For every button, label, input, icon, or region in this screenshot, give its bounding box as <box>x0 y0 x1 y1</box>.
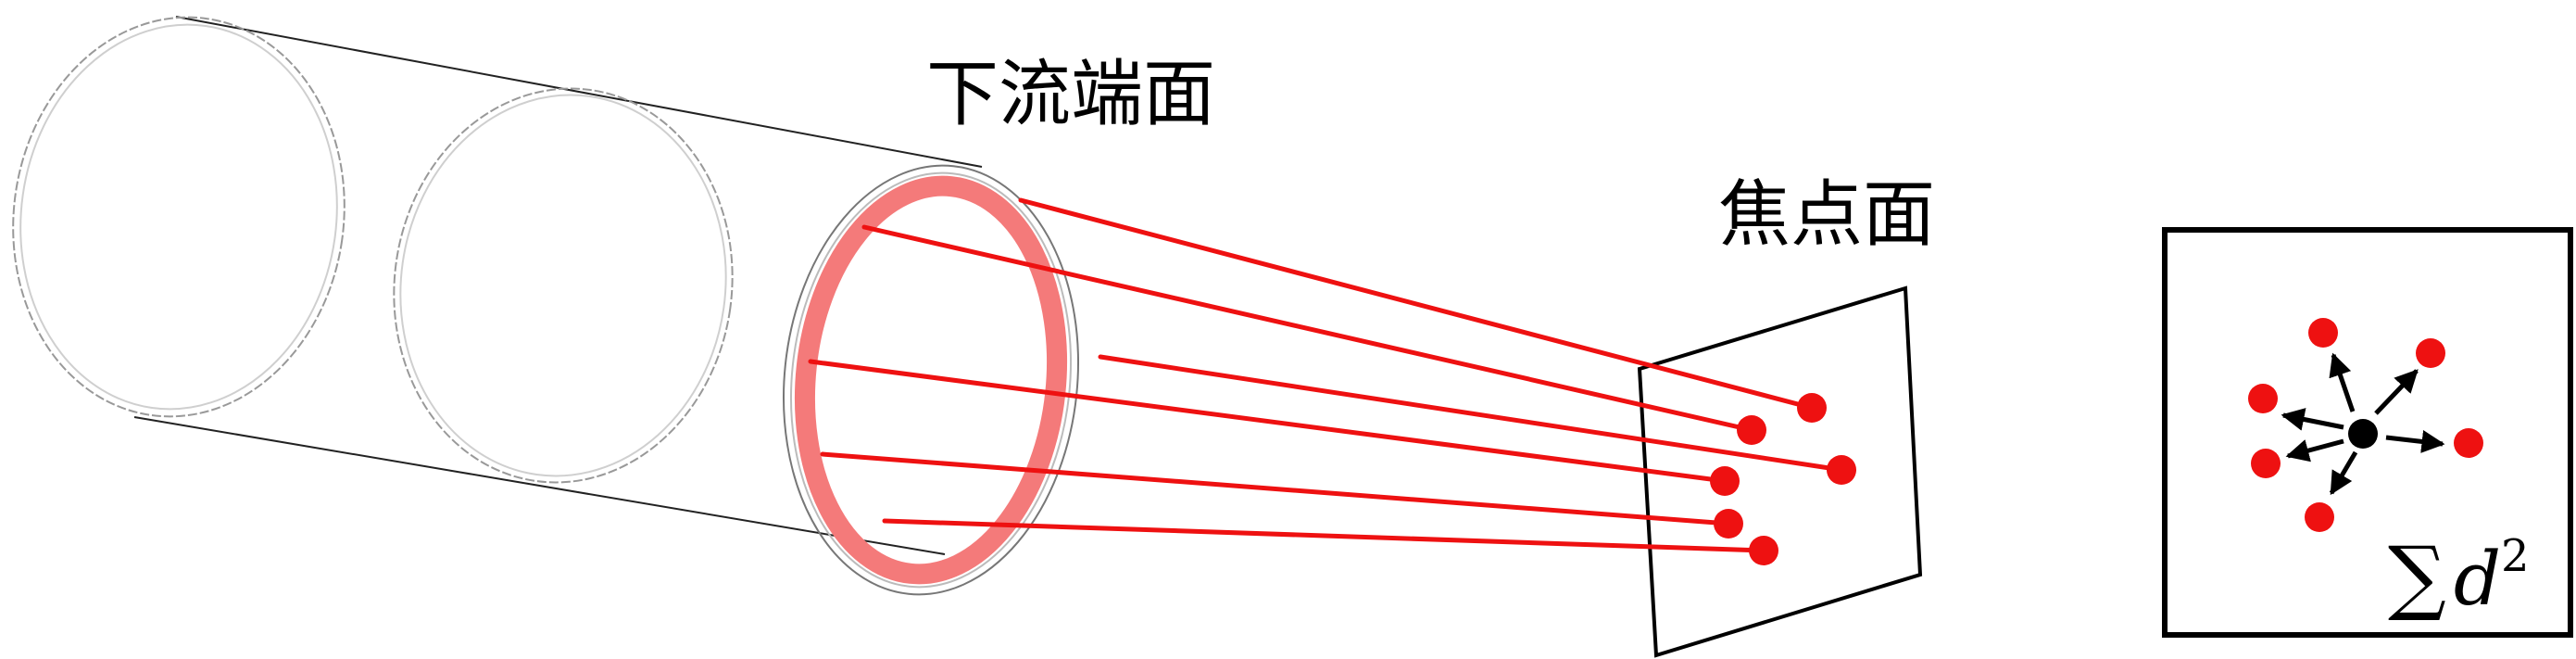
inset-point <box>2454 428 2483 458</box>
focal-spots <box>1710 393 1856 565</box>
ray <box>882 518 1766 553</box>
inset-point <box>2248 384 2278 413</box>
inset-point <box>2251 449 2281 478</box>
tube-top-edge <box>175 16 983 168</box>
inset-point <box>2308 318 2338 348</box>
formula-variable: d <box>2454 536 2501 622</box>
ray <box>1018 197 1815 411</box>
deviation-arrow <box>2374 369 2419 415</box>
focal-spot <box>1827 455 1856 485</box>
inset-point <box>2305 502 2334 532</box>
deviation-arrow <box>2281 408 2344 431</box>
focal-spot <box>1710 466 1740 496</box>
ray <box>820 451 1731 526</box>
tube-bottom-edge <box>133 416 946 555</box>
inset-points <box>2248 318 2483 532</box>
inset-point <box>2416 338 2445 368</box>
centroid-point <box>2348 419 2378 449</box>
downstream-face-label: 下流端面 <box>926 53 1215 136</box>
deviation-inset: ∑d2 <box>2162 227 2573 638</box>
ray <box>1098 354 1844 473</box>
deviation-arrow <box>2329 352 2356 412</box>
ray <box>861 224 1754 433</box>
deviation-arrow <box>2285 438 2344 463</box>
deviation-arrow <box>2385 430 2445 453</box>
deviation-arrows <box>2281 352 2445 496</box>
focal-spot <box>1737 415 1766 445</box>
sum-symbol: ∑ <box>2388 528 2446 624</box>
focal-spot <box>1714 509 1743 539</box>
tube-upstream-end <box>12 16 346 418</box>
deviation-arrow <box>2329 450 2358 496</box>
rays <box>808 197 1844 553</box>
formula-exponent: 2 <box>2501 530 2530 582</box>
sum-formula: ∑d2 <box>2388 528 2530 624</box>
focal-plane-label: 焦点面 <box>1718 173 1935 257</box>
inset-frame <box>2162 227 2573 638</box>
focal-spot <box>1749 536 1778 565</box>
ray <box>808 359 1728 484</box>
focal-plane <box>1637 285 1923 658</box>
tube-middle-section <box>393 87 734 484</box>
focal-spot <box>1797 393 1827 423</box>
